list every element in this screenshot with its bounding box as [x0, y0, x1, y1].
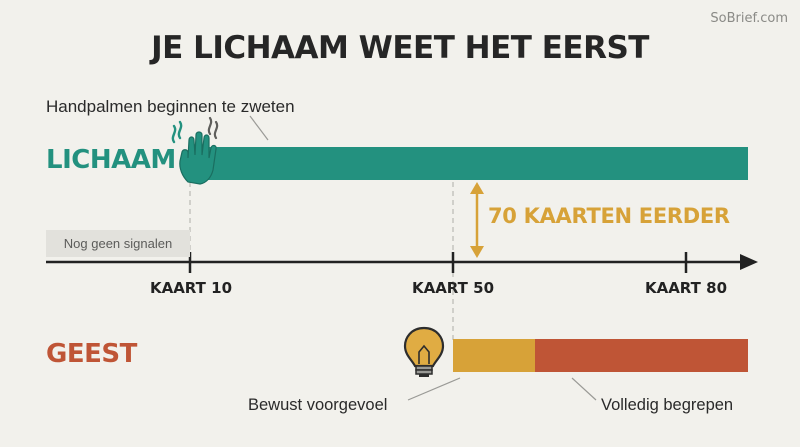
- difference-label: 70 KAARTEN EERDER: [488, 204, 730, 228]
- tick-label-card-50: KAART 50: [411, 279, 495, 297]
- brand-watermark: SoBrief.com: [710, 11, 788, 26]
- aware-caption: Bewust voorgevoel: [248, 396, 388, 414]
- no-signal-box: Nog geen signalen: [46, 230, 190, 257]
- body-caption: Handpalmen beginnen te zweten: [46, 97, 295, 116]
- sweating-hand-icon: [171, 116, 219, 185]
- body-bar: [190, 147, 748, 180]
- page-title: JE LICHAAM WEET HET EERST: [151, 30, 649, 66]
- difference-double-arrow: [470, 182, 484, 258]
- lightbulb-icon: [403, 326, 445, 377]
- body-track-label: LICHAAM: [46, 145, 176, 175]
- sweat-callout-line: [249, 115, 269, 141]
- timeline-arrowhead: [740, 254, 758, 270]
- mind-bar-aware: [453, 339, 535, 372]
- mind-bar-full: [535, 339, 748, 372]
- full-callout-line: [571, 377, 597, 401]
- tick-label-card-10: KAART 10: [149, 279, 233, 297]
- full-caption: Volledig begrepen: [601, 396, 734, 414]
- tick-label-card-80: KAART 80: [644, 279, 728, 297]
- mind-track-label: GEEST: [46, 339, 137, 369]
- aware-callout-line: [407, 377, 461, 401]
